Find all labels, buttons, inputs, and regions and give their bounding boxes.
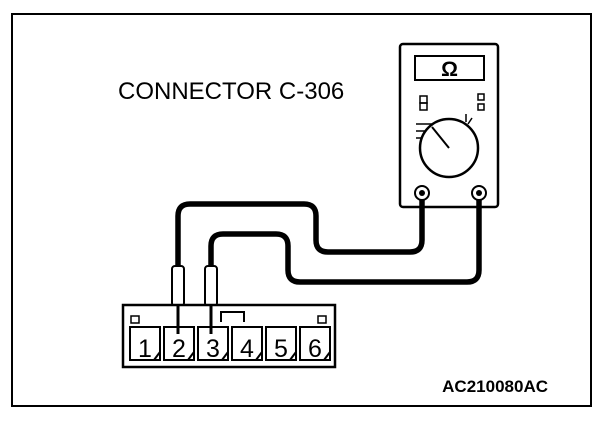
multimeter-icon: Ω xyxy=(398,42,500,209)
pin-cell-outline xyxy=(299,326,331,361)
test-lead-to-pin-3 xyxy=(208,200,482,285)
pin-cell: 3 xyxy=(197,326,229,363)
probe-jack-left-inner xyxy=(419,190,425,196)
pin-cell: 6 xyxy=(299,326,331,363)
pin-6-label: 6 xyxy=(308,335,322,363)
multimeter-display xyxy=(414,55,485,81)
pin-3-label: 3 xyxy=(206,335,220,363)
probe-jack-right-inner xyxy=(476,190,482,196)
connector-notch-left xyxy=(130,315,140,324)
pin-cell: 5 xyxy=(265,326,297,363)
pin-2-label: 2 xyxy=(172,335,186,363)
pin-5-label: 5 xyxy=(274,335,288,363)
pin-cell-outline xyxy=(265,326,297,361)
pin-cell: 1 xyxy=(129,326,161,363)
connector-c306: 1 2 3 4 5 6 xyxy=(121,303,337,369)
pin-cell-slant xyxy=(323,351,331,361)
figure-code: AC210080AC xyxy=(442,377,548,396)
pin-cell-slant xyxy=(153,351,161,361)
connector-lock-tab xyxy=(220,311,245,322)
connector-title: CONNECTOR C-306 xyxy=(118,78,344,105)
dial-pointer xyxy=(431,126,450,149)
pin-4-label: 4 xyxy=(240,335,254,363)
pin-1-label: 1 xyxy=(138,335,152,363)
ohm-symbol: Ω xyxy=(441,58,458,81)
probe-handle xyxy=(171,265,185,307)
pin-cell: 2 xyxy=(163,326,195,363)
pin-cell-outline xyxy=(163,326,195,361)
pin-cell-slant xyxy=(255,351,263,361)
pin-cell-outline xyxy=(129,326,161,361)
test-lead-to-pin-2 xyxy=(175,200,425,268)
mode-indicator-left-2 xyxy=(419,102,428,111)
pin-cell-slant xyxy=(187,351,195,361)
pin-cell-slant xyxy=(289,351,297,361)
mode-indicator-right xyxy=(477,93,485,101)
probe-handle xyxy=(204,265,218,307)
connector-notch-right xyxy=(317,315,327,324)
mode-indicator-right-2 xyxy=(477,103,485,111)
pin-cell: 4 xyxy=(231,326,263,363)
pin-cell-outline xyxy=(197,326,229,361)
pin-cell-slant xyxy=(221,351,229,361)
pin-cell-outline xyxy=(231,326,263,361)
